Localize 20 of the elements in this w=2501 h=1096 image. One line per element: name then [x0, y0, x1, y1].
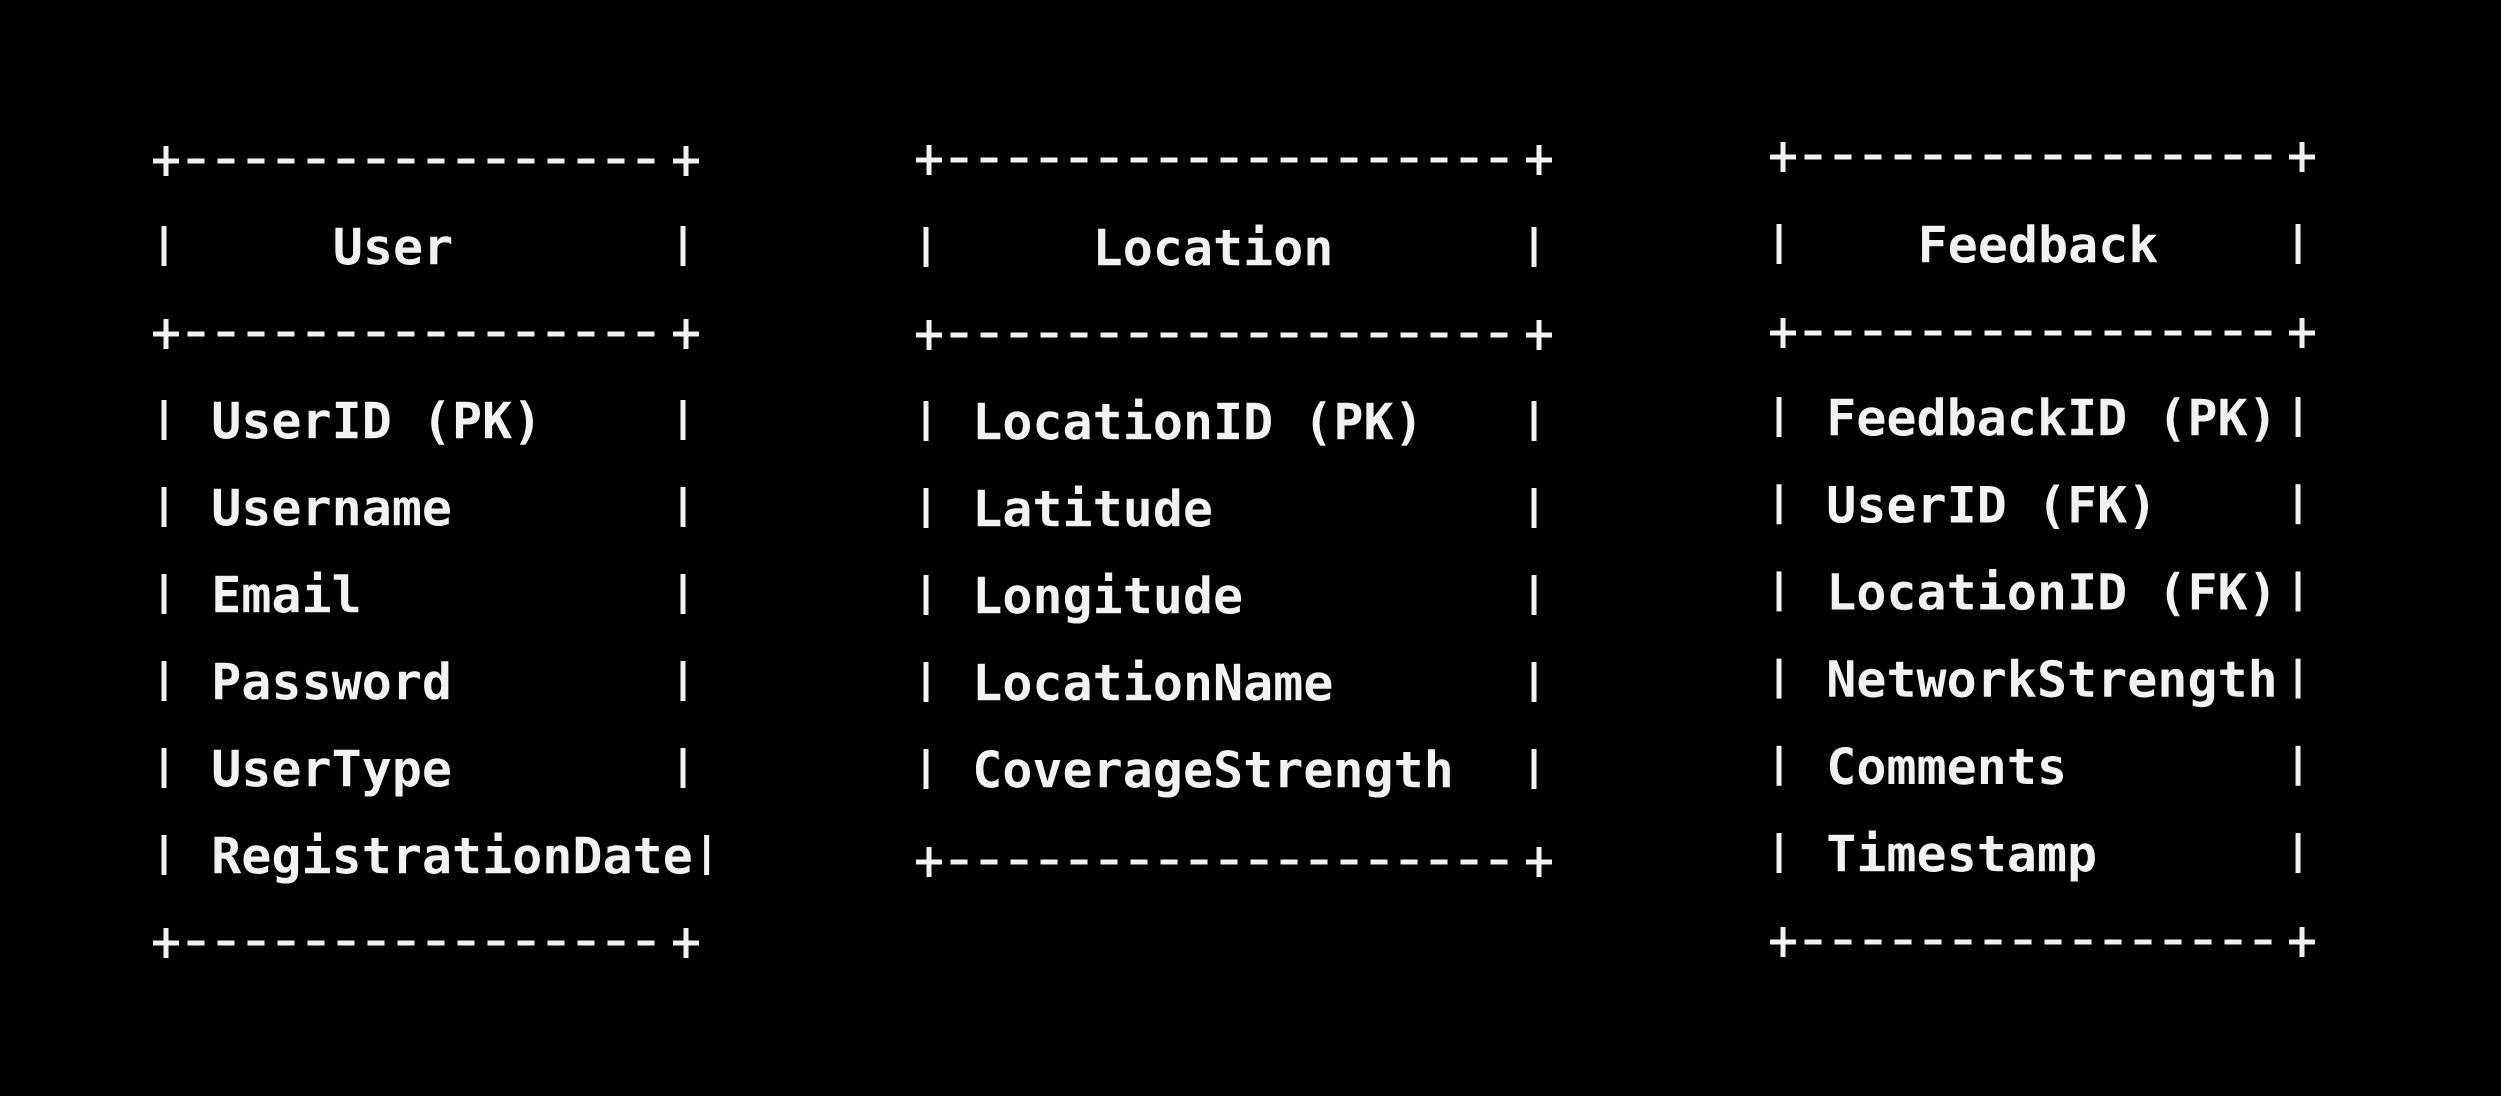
table-title: User	[335, 227, 452, 265]
field-label: UserID (FK)	[1828, 484, 2148, 529]
field-label: Username	[213, 488, 450, 526]
field-label: Timestamp	[1828, 830, 2095, 882]
field-label: UserID (PK)	[213, 400, 533, 445]
field-label: FeedbackID (PK)	[1830, 397, 2269, 442]
field-label: CoverageStrength	[975, 749, 1450, 798]
field-label: LocationID (PK)	[977, 398, 1415, 446]
field-label: LocationID (FK)	[1831, 568, 2269, 617]
field-label: Password	[215, 661, 449, 700]
table-title: Location	[1098, 224, 1330, 266]
field-label: UserType	[213, 749, 450, 797]
field-label: Comments	[1829, 746, 2063, 785]
table-title: Feedback	[1922, 224, 2158, 263]
field-label: LocationName	[977, 659, 1332, 701]
field-label: Email	[215, 571, 359, 613]
field-label: RegistrationDate	[214, 832, 691, 884]
field-label: Latitude	[977, 485, 1211, 527]
field-label: Longitude	[977, 572, 1242, 624]
field-label: NetworkStrength	[1829, 658, 2274, 708]
